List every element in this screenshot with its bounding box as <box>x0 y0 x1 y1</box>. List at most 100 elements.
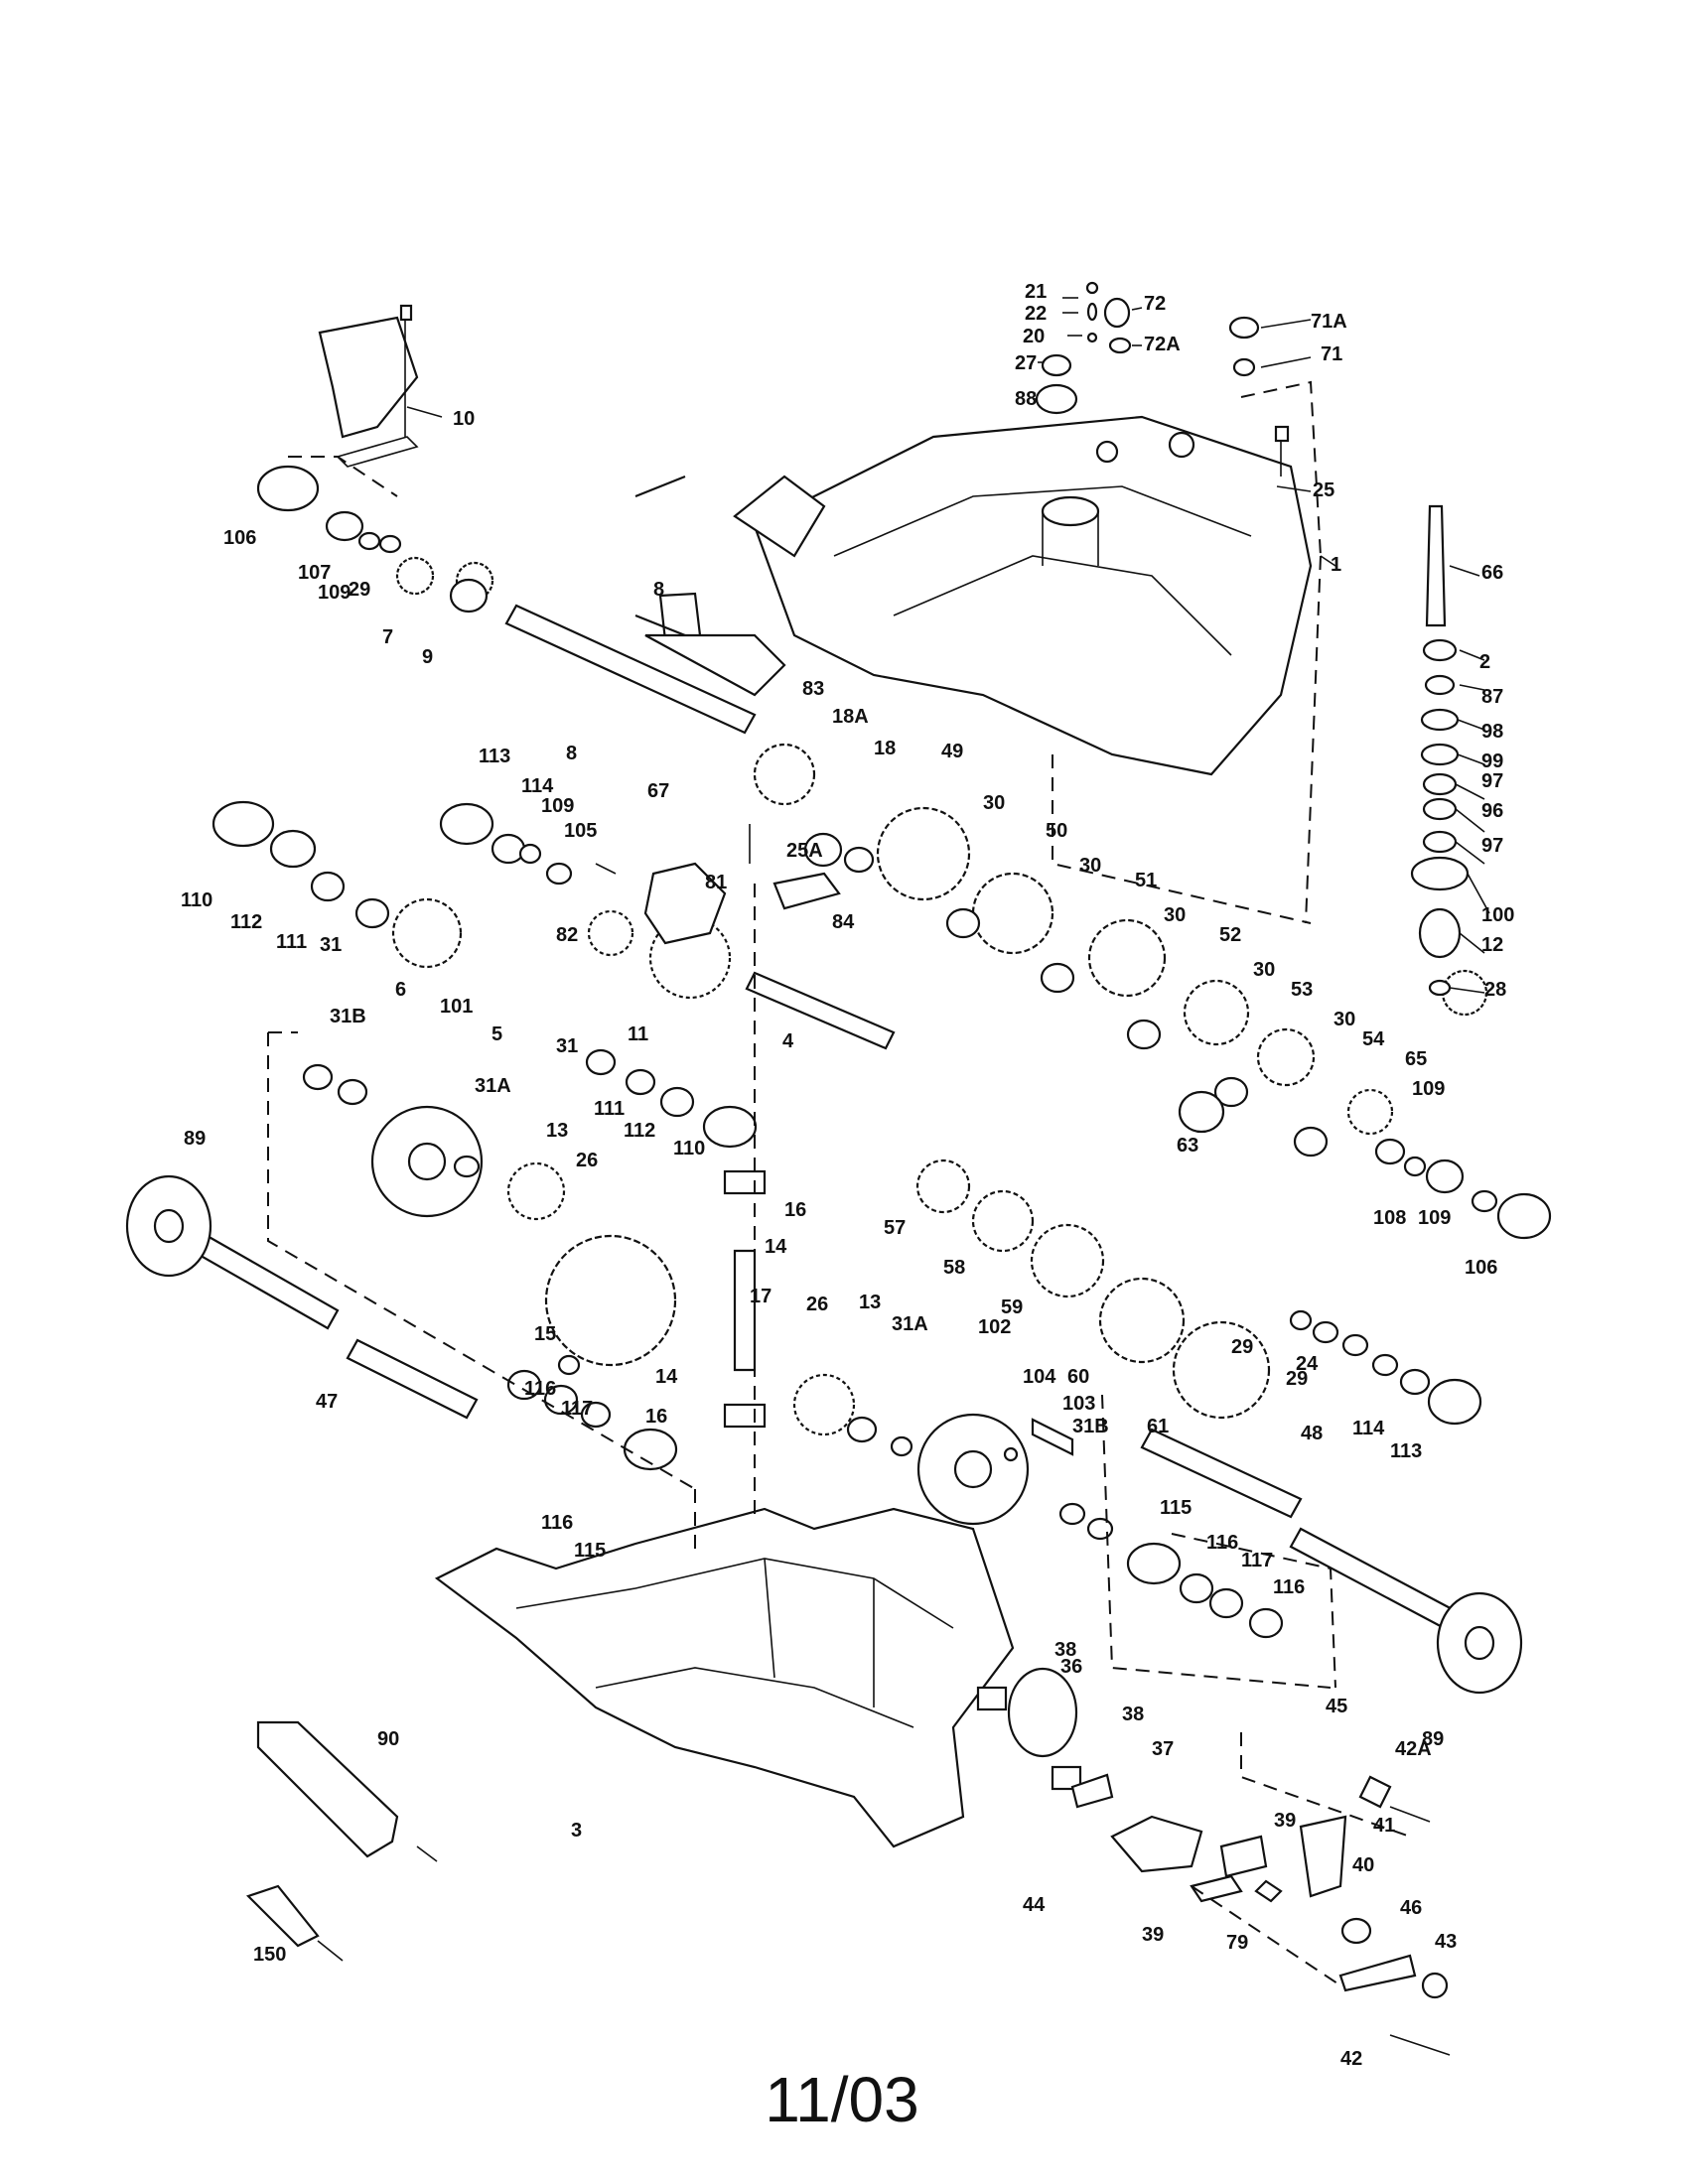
callout-100: 100 <box>1481 904 1514 926</box>
callout-90: 90 <box>377 1728 399 1750</box>
callout-11: 11 <box>628 1024 648 1045</box>
callout-63: 63 <box>1177 1135 1198 1157</box>
callout-21: 21 <box>1025 281 1047 303</box>
callout-16: 16 <box>784 1199 806 1221</box>
callout-1: 1 <box>1331 554 1341 576</box>
bearings-and-washers <box>125 281 1552 1695</box>
callout-43: 43 <box>1435 1931 1457 1953</box>
callout-40: 40 <box>1352 1854 1374 1876</box>
callout-30e: 30 <box>1333 1009 1355 1030</box>
callout-49: 49 <box>941 741 963 762</box>
callout-59: 59 <box>1001 1297 1023 1318</box>
callout-98: 98 <box>1481 721 1503 743</box>
callout-30c: 30 <box>1164 904 1186 926</box>
callout-112: 112 <box>230 911 262 933</box>
callout-113: 113 <box>479 746 510 767</box>
callout-54: 54 <box>1362 1028 1385 1050</box>
callout-30d: 30 <box>1253 959 1275 981</box>
callout-46: 46 <box>1400 1897 1422 1919</box>
callout-20: 20 <box>1023 326 1045 347</box>
callout-41: 41 <box>1373 1815 1395 1837</box>
callout-31b: 31 <box>556 1035 578 1057</box>
callout-110: 110 <box>181 889 212 911</box>
callout-8: 8 <box>653 579 664 601</box>
callout-25A: 25A <box>786 840 823 862</box>
callout-87: 87 <box>1481 686 1503 708</box>
callout-117b: 117 <box>1241 1550 1273 1571</box>
callout-14b: 14 <box>655 1366 678 1388</box>
callout-27: 27 <box>1015 352 1037 374</box>
callout-38b: 38 <box>1122 1704 1144 1725</box>
callout-28: 28 <box>1484 979 1506 1001</box>
callout-45: 45 <box>1326 1696 1347 1717</box>
callout-30a: 30 <box>983 792 1005 814</box>
callout-97b: 97 <box>1481 835 1503 857</box>
callout-29: 29 <box>349 579 370 601</box>
callout-89: 89 <box>184 1128 206 1150</box>
callout-108: 108 <box>1373 1207 1406 1229</box>
callout-31a: 31 <box>320 934 342 956</box>
leader-lines <box>406 297 1490 994</box>
callout-116: 116 <box>524 1378 556 1400</box>
callout-79: 79 <box>1226 1932 1248 1954</box>
callout-8b: 8 <box>566 743 577 764</box>
callout-116c: 116 <box>1206 1532 1238 1554</box>
callout-31Ab: 31A <box>892 1313 928 1335</box>
callout-10: 10 <box>453 408 475 430</box>
callout-67: 67 <box>647 780 669 802</box>
callout-12: 12 <box>1481 934 1503 956</box>
callout-53: 53 <box>1291 979 1313 1001</box>
callout-106b: 106 <box>1465 1257 1497 1279</box>
lower-housing <box>434 1507 1015 1848</box>
gears <box>370 556 1488 1526</box>
callout-105: 105 <box>564 820 597 842</box>
callout-65: 65 <box>1405 1048 1427 1070</box>
callout-26: 26 <box>576 1150 598 1171</box>
callout-42A: 42A <box>1395 1738 1432 1760</box>
callout-39b: 39 <box>1142 1924 1164 1946</box>
callout-111: 111 <box>276 931 307 953</box>
callout-88: 88 <box>1015 388 1037 410</box>
callout-31Bb: 31B <box>1072 1416 1109 1437</box>
callout-115b: 115 <box>1160 1497 1192 1519</box>
callout-81: 81 <box>705 872 727 893</box>
callout-36: 36 <box>1060 1656 1082 1678</box>
callout-13: 13 <box>546 1120 568 1142</box>
callout-37: 37 <box>1152 1738 1174 1760</box>
callout-111b: 111 <box>594 1098 625 1120</box>
callout-115: 115 <box>574 1540 606 1562</box>
callout-15: 15 <box>534 1323 556 1345</box>
callout-113b: 113 <box>1390 1440 1422 1462</box>
callout-18: 18 <box>874 738 896 759</box>
callout-31A: 31A <box>475 1075 511 1097</box>
callout-71A: 71A <box>1311 311 1347 333</box>
callout-24: 24 <box>1296 1353 1319 1375</box>
callout-116b: 116 <box>541 1512 573 1534</box>
callout-17: 17 <box>750 1286 772 1307</box>
callout-114b: 114 <box>1352 1418 1385 1439</box>
callout-60: 60 <box>1067 1366 1089 1388</box>
callout-72A: 72A <box>1144 334 1181 355</box>
callout-107: 107 <box>298 562 331 584</box>
callout-61: 61 <box>1147 1416 1169 1437</box>
callout-14: 14 <box>765 1236 787 1258</box>
shift-lever-assembly <box>318 304 419 468</box>
callout-44: 44 <box>1023 1894 1046 1916</box>
callout-58: 58 <box>943 1257 965 1279</box>
callout-110b: 110 <box>673 1138 705 1160</box>
callout-112b: 112 <box>624 1120 655 1142</box>
sealant-tubes <box>245 1720 438 1962</box>
callout-106: 106 <box>223 527 256 549</box>
callout-114: 114 <box>521 775 554 797</box>
callout-72: 72 <box>1144 293 1166 315</box>
callout-39: 39 <box>1274 1810 1296 1832</box>
callout-97: 97 <box>1481 770 1503 792</box>
callout-30b: 30 <box>1079 855 1101 877</box>
callout-109c: 109 <box>1412 1078 1445 1100</box>
callout-42: 42 <box>1340 2048 1362 2070</box>
callout-102: 102 <box>978 1316 1011 1338</box>
callout-29c: 29 <box>1286 1368 1308 1390</box>
callout-48: 48 <box>1301 1423 1323 1444</box>
callout-18A: 18A <box>832 706 869 728</box>
callout-31B: 31B <box>330 1006 366 1027</box>
